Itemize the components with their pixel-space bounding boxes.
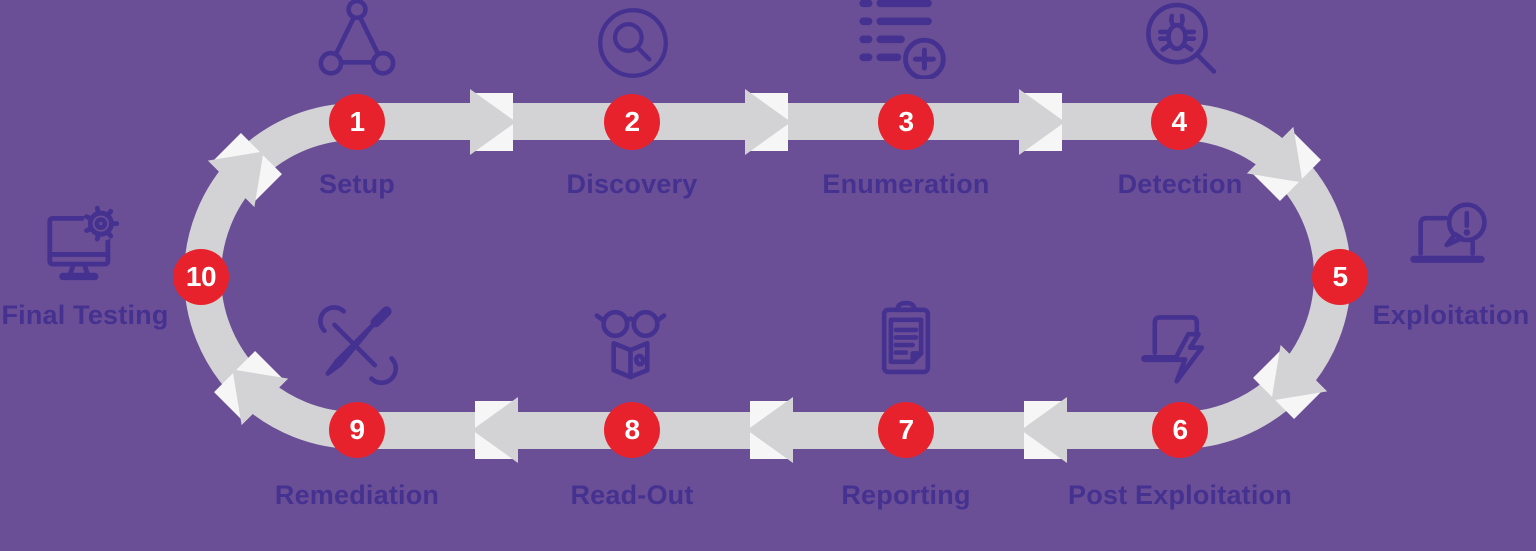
- bug-magnifier-icon: [1146, 2, 1217, 74]
- step-2-number: 2: [624, 106, 640, 137]
- network-icon: [318, 0, 396, 76]
- tools-icon: [318, 305, 399, 386]
- step-3-label: Enumeration: [822, 169, 990, 199]
- glasses-book-icon: [594, 309, 667, 380]
- clipboard-icon: [881, 300, 931, 375]
- step-10-number: 10: [185, 261, 217, 292]
- laptop-alert-icon: [1410, 202, 1487, 263]
- step-1-label: Setup: [318, 169, 396, 199]
- step-7-number: 7: [898, 414, 914, 445]
- step-7-badge: 7: [878, 402, 934, 458]
- step-1-number: 1: [349, 106, 365, 137]
- step-9-badge: 9: [329, 402, 385, 458]
- step-4-label: Detection: [1117, 169, 1243, 199]
- step-10-label: Final Testing: [1, 300, 169, 330]
- step-2-badge: 2: [604, 94, 660, 150]
- step-5-number: 5: [1332, 261, 1348, 292]
- step-6-badge: 6: [1152, 402, 1208, 458]
- search-icon: [598, 8, 668, 78]
- step-2-label: Discovery: [566, 169, 698, 199]
- step-6-label: Post Exploitation: [1068, 480, 1292, 510]
- step-1-badge: 1: [329, 94, 385, 150]
- loop-track: [184, 103, 1351, 449]
- step-5-label: Exploitation: [1372, 300, 1530, 330]
- step-3-badge: 3: [878, 94, 934, 150]
- step-4-number: 4: [1171, 106, 1187, 137]
- step-4-badge: 4: [1151, 94, 1207, 150]
- step-8-number: 8: [624, 414, 640, 445]
- step-8-label: Read-Out: [570, 480, 694, 510]
- list-add-icon: [859, 0, 946, 79]
- step-9-label: Remediation: [274, 480, 440, 510]
- step-9-number: 9: [349, 414, 365, 445]
- step-6-number: 6: [1172, 414, 1188, 445]
- step-5-badge: 5: [1312, 249, 1368, 305]
- step-3-number: 3: [898, 106, 914, 137]
- monitor-gear-icon: [47, 205, 120, 281]
- step-7-label: Reporting: [841, 480, 971, 510]
- laptop-bolt-icon: [1141, 315, 1205, 384]
- step-8-badge: 8: [604, 402, 660, 458]
- step-10-badge: 10: [173, 249, 229, 305]
